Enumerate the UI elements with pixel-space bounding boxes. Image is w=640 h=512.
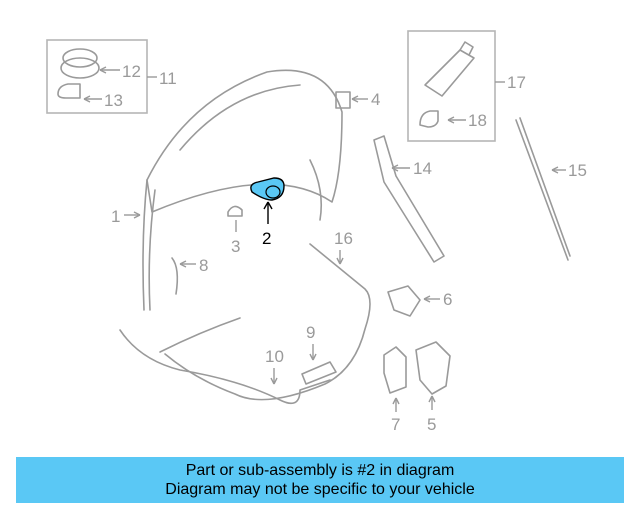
callout-5: 5 [427, 415, 436, 434]
assembly-box-17: 18 17 [407, 30, 526, 142]
callout-12: 12 [122, 62, 141, 81]
callout-17: 17 [507, 73, 526, 92]
callout-16: 16 [334, 229, 353, 248]
callout-1: 1 [111, 207, 120, 226]
callout-11: 11 [159, 69, 177, 88]
part-7: 7 [383, 346, 407, 434]
part-10: 10 [119, 317, 331, 405]
part-5: 5 [415, 341, 451, 434]
callout-9: 9 [306, 323, 315, 342]
callout-4: 4 [371, 90, 380, 109]
callout-18: 18 [468, 111, 487, 130]
callout-10: 10 [265, 347, 284, 366]
callout-8: 8 [199, 256, 208, 275]
assembly-box-11: 12 13 11 [46, 39, 177, 114]
banner-line-1: Part or sub-assembly is #2 in diagram [185, 462, 455, 479]
part-16: 16 [164, 229, 371, 401]
highlighted-part-2: 2 [250, 177, 285, 248]
part-4: 4 [335, 90, 380, 109]
parts-diagram: 12 13 11 18 17 1 2 3 [46, 30, 587, 434]
part-3: 3 [227, 205, 243, 256]
callout-13: 13 [104, 91, 123, 110]
part-8: 8 [171, 256, 208, 295]
part-15: 15 [515, 117, 587, 261]
callout-6: 6 [443, 290, 452, 309]
callout-14: 14 [413, 159, 432, 178]
info-banner: Part or sub-assembly is #2 in diagram Di… [16, 457, 624, 503]
callout-3: 3 [231, 237, 240, 256]
part-9: 9 [301, 323, 337, 385]
part-14: 14 [373, 135, 445, 263]
hood-part-1: 1 [111, 69, 343, 311]
callout-2: 2 [262, 229, 271, 248]
banner-line-2: Diagram may not be specific to your vehi… [165, 481, 475, 498]
callout-15: 15 [568, 161, 587, 180]
callout-7: 7 [391, 415, 400, 434]
part-6: 6 [387, 285, 452, 317]
